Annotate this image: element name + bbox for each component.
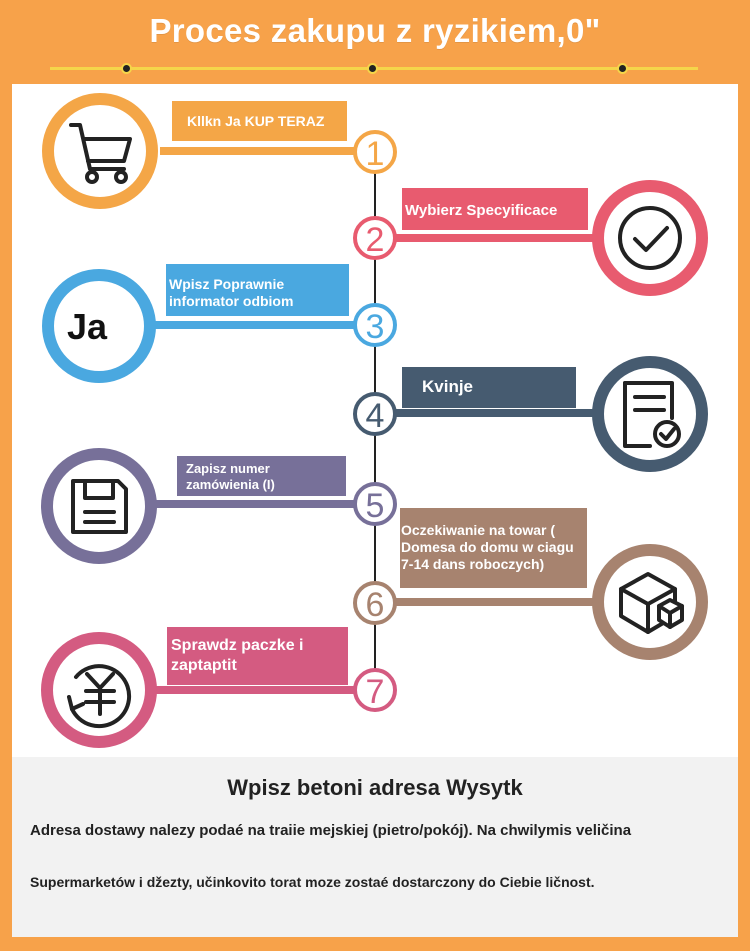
step-3-label: Wpisz Poprawnie informator odbiom [166, 264, 349, 316]
page-title: Proces zakupu z ryzikiem,0" [149, 12, 601, 49]
step-6-label: Oczekiwanie na towar ( Domesa do domu w … [400, 508, 587, 588]
step-5-icon-ring [41, 448, 157, 564]
step-5-label: Zapisz numer zamówienia (I) [177, 456, 346, 496]
step-7-number: 7 [366, 673, 385, 711]
text-ja-icon: Ja [67, 306, 108, 347]
step-4-number-circle [353, 392, 397, 436]
footer-heading: Wpisz betoni adresa Wysytk [227, 775, 523, 800]
step-4: 4 [353, 356, 708, 472]
step-2-number-circle [353, 216, 397, 260]
step-1-number: 1 [366, 135, 385, 173]
step-4-label: Kvinje [402, 367, 576, 408]
footer-paragraph-2: Supermarketów i džezty, učinkovito torat… [30, 874, 595, 890]
step-1: 1 [42, 93, 397, 209]
floppy-disk-icon [71, 479, 128, 534]
step-5: 5 [41, 448, 397, 564]
step-6: 6 [353, 544, 708, 660]
step-1-label: Kllkn Ja KUP TERAZ [172, 101, 347, 141]
step-4-number: 4 [366, 397, 385, 435]
step-7-number-circle [353, 668, 397, 712]
step-6-number: 6 [366, 586, 385, 624]
footer-paragraph-1: Adresa dostawy nalezy podaé na traiie me… [30, 822, 632, 839]
step-6-number-circle [353, 581, 397, 625]
step-5-number-circle [353, 482, 397, 526]
document-check-icon [623, 381, 681, 448]
step-2: 2 [353, 180, 708, 296]
check-circle-icon [618, 206, 682, 270]
step-2-icon-ring [592, 180, 708, 296]
step-5-number: 5 [366, 487, 385, 525]
step-2-label: Wybierz Specyificace [402, 188, 588, 230]
yuan-refund-icon [67, 664, 132, 729]
step-1-number-circle [353, 130, 397, 174]
step-7: 7 [41, 632, 397, 748]
step-3-number-circle [353, 303, 397, 347]
step-3-icon-ring [42, 269, 156, 383]
step-2-number: 2 [366, 221, 385, 259]
title-divider-dot [617, 63, 628, 74]
step-7-label: Sprawdz paczke i zaptaptit [167, 627, 348, 685]
step-3-number: 3 [366, 308, 385, 346]
step-3: 3 [42, 269, 397, 383]
title-divider-dot [121, 63, 132, 74]
step-4-icon-ring [592, 356, 708, 472]
footer-section: Wpisz betoni adresa Wysytk Adresa dostaw… [12, 757, 738, 937]
title-divider-dot [367, 63, 378, 74]
shopping-cart-icon [69, 123, 132, 184]
package-box-icon [619, 572, 684, 634]
step-1-icon-ring [42, 93, 158, 209]
